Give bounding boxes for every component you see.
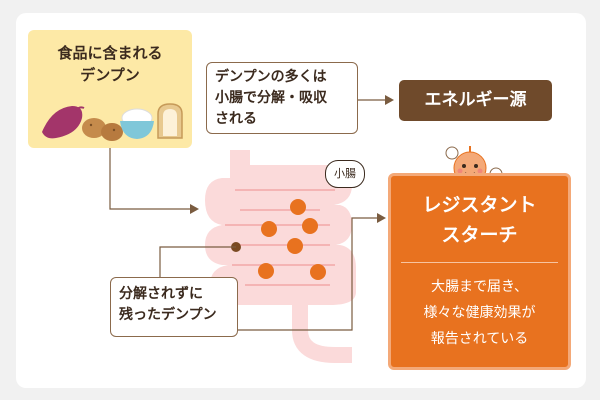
undigested-starch-note: 分解されずに 残ったデンプン bbox=[110, 277, 238, 337]
rs-title-line1: レジスタント bbox=[422, 194, 537, 216]
bread-icon bbox=[157, 103, 183, 139]
rs-title-line2: スターチ bbox=[441, 224, 518, 246]
food-starch-box: 食品に含まれる デンプン bbox=[28, 30, 192, 148]
small-intestine-label: 小腸 bbox=[325, 160, 365, 188]
resistant-starch-description: 大腸まで届き、 様々な健康効果が 報告されている bbox=[391, 274, 568, 352]
food-to-intestine-line bbox=[109, 148, 192, 210]
potato-icon bbox=[82, 118, 123, 141]
undigested-note-line2: 残ったデンプン bbox=[119, 307, 217, 323]
resistant-starch-box: レジスタント スターチ 大腸まで届き、 様々な健康効果が 報告されている bbox=[388, 173, 571, 370]
starch-granules bbox=[258, 199, 326, 280]
connector-lines bbox=[109, 99, 386, 331]
rs-desc-line2: 様々な健康効果が bbox=[423, 305, 536, 321]
food-title-line1: 食品に含まれる bbox=[57, 44, 163, 62]
arrowhead-intestine bbox=[190, 204, 199, 214]
food-illustration bbox=[42, 103, 183, 141]
food-starch-title: 食品に含まれる デンプン bbox=[28, 42, 192, 86]
digest-note-line3: される bbox=[215, 111, 257, 127]
arrowhead-energy bbox=[385, 95, 394, 105]
digest-note-line2: 小腸で分解・吸収 bbox=[215, 90, 327, 106]
note-to-rs-line bbox=[238, 217, 380, 331]
rs-desc-line1: 大腸まで届き、 bbox=[430, 279, 529, 295]
sweet-potato-icon bbox=[42, 106, 85, 139]
digest-absorb-note: デンプンの多くは 小腸で分解・吸収 される bbox=[206, 62, 358, 134]
digest-note-line1: デンプンの多くは bbox=[215, 69, 327, 85]
granule-to-note-line bbox=[159, 246, 236, 277]
rice-bowl-icon bbox=[120, 108, 154, 139]
resistant-starch-title: レジスタント スターチ bbox=[391, 190, 568, 250]
arrowhead-rs bbox=[377, 213, 386, 223]
energy-source-box: エネルギー源 bbox=[399, 80, 552, 121]
rs-desc-line3: 報告されている bbox=[430, 331, 529, 347]
food-title-line2: デンプン bbox=[80, 66, 140, 84]
intestine-illustration bbox=[205, 150, 356, 363]
undigested-note-line1: 分解されずに bbox=[119, 286, 203, 302]
arrowheads bbox=[190, 95, 394, 223]
rs-divider bbox=[401, 262, 558, 263]
